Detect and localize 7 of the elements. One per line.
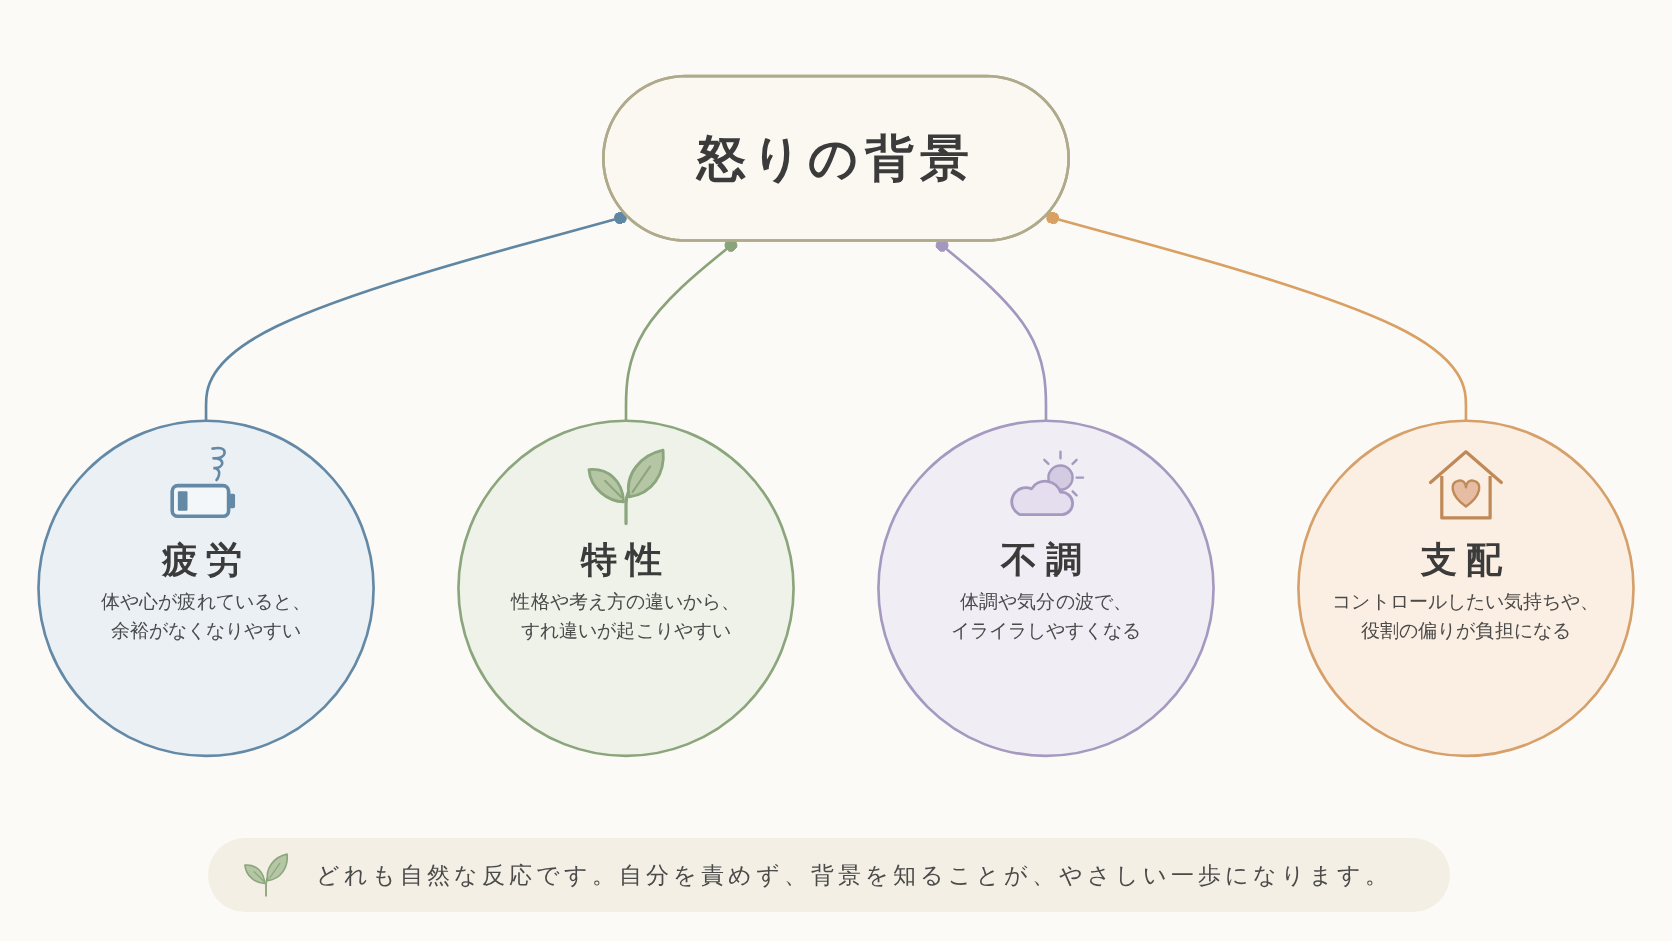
node-circle: 特性 性格や考え方の違いから、すれ違いが起こりやすい [457, 419, 795, 758]
caption-text: どれも自然な反応です。自分を責めず、背景を知ることが、やさしい一歩になります。 [316, 860, 1392, 890]
node-circle: 不調 体調や気分の波で、イライラしやすくなる [877, 419, 1215, 758]
connector [1045, 211, 1468, 421]
connector [204, 211, 628, 421]
node-circle: 支配 コントロールしたい気持ちや、役割の偏りが負担になる [1297, 419, 1635, 758]
node-circle: 疲労 体や心が疲れていると、余裕がなくなりやすい [37, 419, 375, 758]
